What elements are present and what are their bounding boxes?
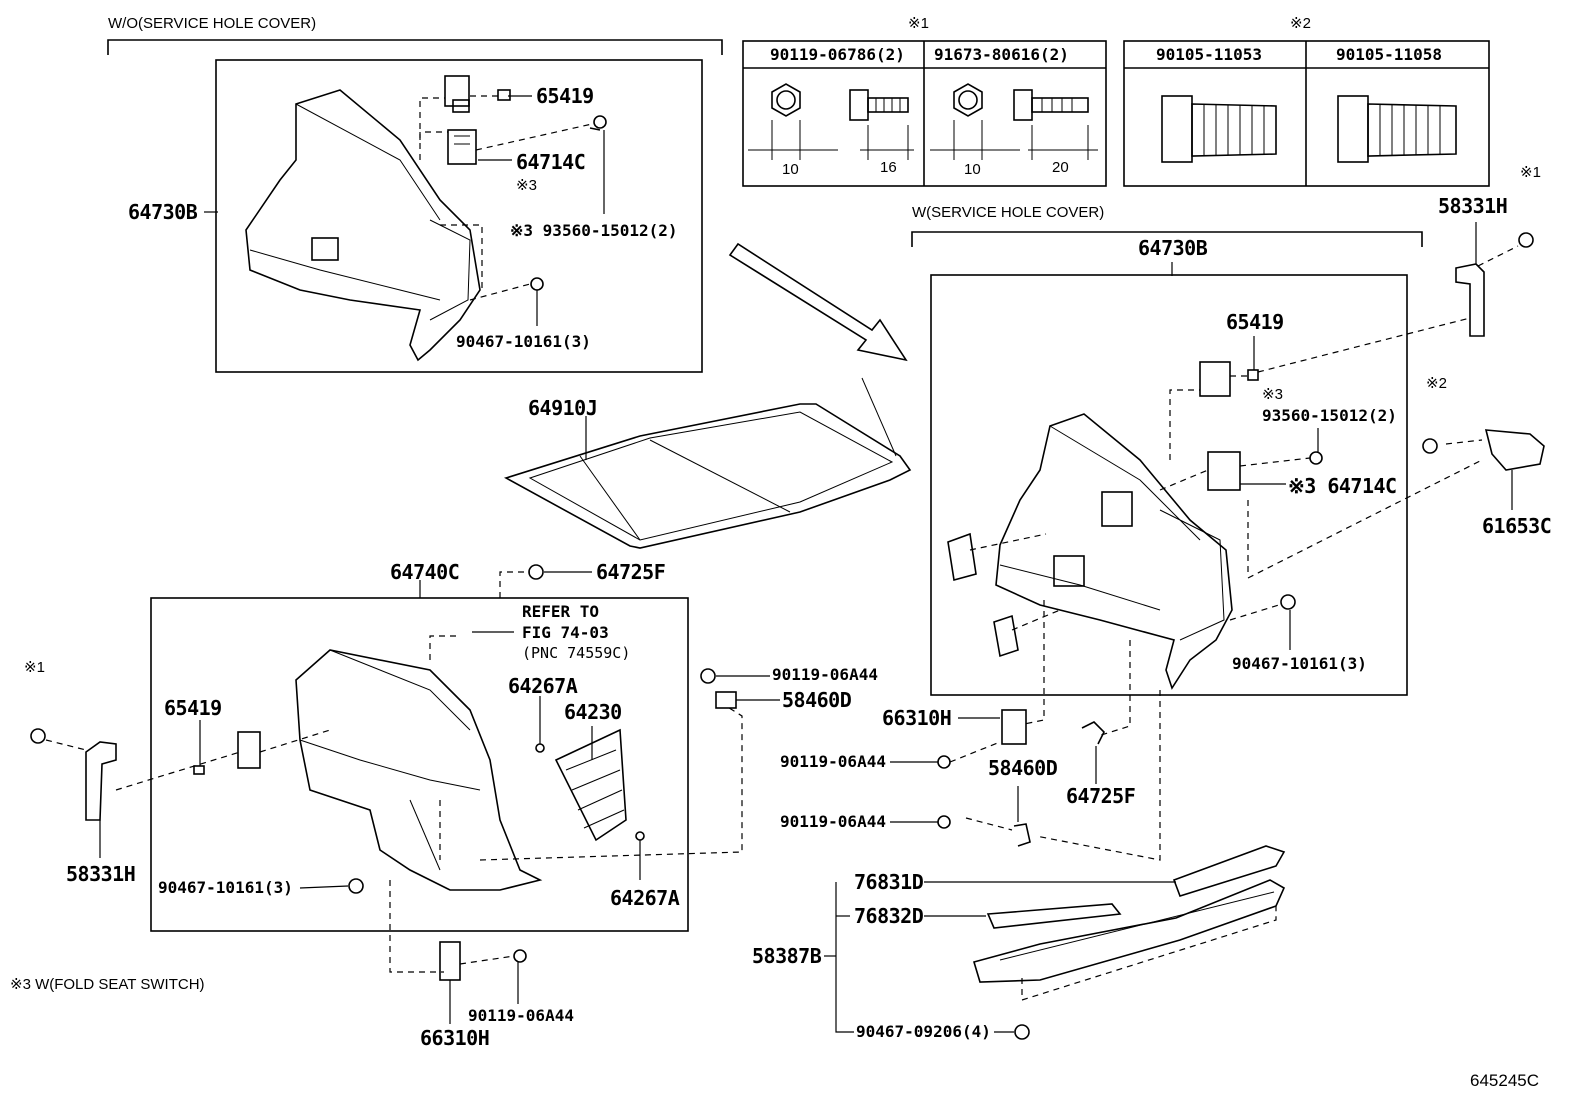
part-66310H-right[interactable]: 66310H	[882, 706, 952, 730]
mark-3-top: ※3	[516, 177, 537, 194]
scuff-plate-76832D	[986, 903, 1122, 929]
clip-64725F-top	[528, 564, 544, 580]
bracket-58331H-left	[30, 728, 117, 821]
mark-1-right: ※1	[1520, 164, 1541, 181]
dim-16: 16	[880, 159, 897, 176]
section-header-wo-service-hole: W/O(SERVICE HOLE COVER)	[108, 15, 317, 32]
leader-lines	[99, 95, 1513, 1033]
part-64730B-right[interactable]: 64730B	[1138, 236, 1208, 260]
bolt-90119-06786: 90119-06786(2)	[770, 45, 905, 64]
section-header-w-service-hole: W(SERVICE HOLE COVER)	[912, 204, 1105, 221]
net-64230	[554, 728, 627, 842]
part-64910J[interactable]: 64910J	[528, 396, 598, 420]
part-90119-06A44-right-1[interactable]: 90119-06A44	[780, 752, 886, 771]
clip-65419-top	[444, 75, 511, 113]
mark-3-right: ※3	[1262, 386, 1283, 403]
screw-93560-top	[589, 115, 607, 131]
mark-1-table: ※1	[908, 15, 929, 32]
part-64725F-top[interactable]: 64725F	[596, 560, 666, 584]
bracket-58331H-right	[1455, 232, 1534, 337]
dim-20: 20	[1052, 159, 1069, 176]
refer-line-3: (PNC 74559C)	[522, 644, 631, 662]
bolt-table-1	[742, 40, 1107, 187]
dashed-leaders-right	[965, 317, 1483, 861]
w-service-hole-bracket	[911, 231, 1423, 247]
part-58331H-left[interactable]: 58331H	[66, 862, 136, 886]
part-64725F-right[interactable]: 64725F	[1066, 784, 1136, 808]
refer-line-1: REFER TO	[522, 602, 600, 621]
part-90467-10161-top[interactable]: 90467-10161(3)	[456, 332, 591, 351]
part-65419-right[interactable]: 65419	[1226, 310, 1284, 334]
screw-90119-mid	[700, 668, 737, 709]
transition-arrow	[728, 242, 908, 362]
mark-2-table: ※2	[1290, 15, 1311, 32]
part-76832D[interactable]: 76832D	[854, 904, 924, 928]
trim-panel-64730B-right	[995, 413, 1233, 690]
switch-64714C-top	[447, 129, 477, 165]
part-58460D-right[interactable]: 58460D	[988, 756, 1058, 780]
part-64740C[interactable]: 64740C	[390, 560, 460, 584]
bolt-table-2	[1123, 40, 1490, 187]
note-fold-seat-switch: ※3 W(FOLD SEAT SWITCH)	[10, 976, 205, 993]
service-hole-covers	[947, 532, 1019, 658]
part-64267A-b[interactable]: 64267A	[610, 886, 680, 910]
dim-10-b: 10	[964, 161, 981, 178]
part-65419-left[interactable]: 65419	[164, 696, 222, 720]
clip-90467-bottom	[1014, 1024, 1030, 1040]
bolt-90105-11058: 90105-11058	[1336, 45, 1442, 64]
clip-65419-right	[1199, 361, 1259, 397]
figure-id: 645245C	[1470, 1071, 1540, 1090]
clip-65419-left	[193, 731, 261, 775]
part-64714C-top[interactable]: 64714C	[516, 150, 586, 174]
trim-panel-64730B-left	[245, 89, 481, 362]
bolt-91673-80616: 91673-80616(2)	[934, 45, 1069, 64]
dashed-leaders-top	[419, 95, 593, 301]
part-64730B-left[interactable]: 64730B	[128, 200, 198, 224]
part-90119-06A44-mid[interactable]: 90119-06A44	[772, 665, 878, 684]
part-90119-06A44-bottom[interactable]: 90119-06A44	[468, 1006, 574, 1025]
part-64230[interactable]: 64230	[564, 700, 622, 724]
part-58331H-right[interactable]: 58331H	[1438, 194, 1508, 218]
part-61653C[interactable]: 61653C	[1482, 514, 1552, 538]
part-58387B[interactable]: 58387B	[752, 944, 822, 968]
dim-10-a: 10	[782, 161, 799, 178]
mark-1-left: ※1	[24, 659, 45, 676]
wo-service-hole-bracket	[107, 39, 723, 55]
part-90467-10161-right[interactable]: 90467-10161(3)	[1232, 654, 1367, 673]
part-90467-09206[interactable]: 90467-09206(4)	[856, 1022, 991, 1041]
clip-90467-left	[348, 878, 364, 894]
part-90119-06A44-right-2[interactable]: 90119-06A44	[780, 812, 886, 831]
bolt-90105-11053: 90105-11053	[1156, 45, 1262, 64]
mark-2-right: ※2	[1426, 375, 1447, 392]
part-66310H-bottom[interactable]: 66310H	[420, 1026, 490, 1050]
part-93560-15012-top[interactable]: ※3 93560-15012(2)	[510, 221, 678, 240]
dashed-leaders-lower-left	[45, 571, 743, 973]
part-90467-10161-left[interactable]: 90467-10161(3)	[158, 878, 293, 897]
clip-90467-top	[530, 277, 544, 291]
part-64267A-a[interactable]: 64267A	[508, 674, 578, 698]
scuff-plate-58387B	[972, 879, 1286, 1001]
part-64714C-right[interactable]: ※3 64714C	[1288, 474, 1397, 498]
scuff-plate-76831D	[1172, 845, 1286, 897]
bracket-61653C	[1422, 429, 1545, 471]
part-58460D-mid[interactable]: 58460D	[782, 688, 852, 712]
part-93560-15012-right[interactable]: 93560-15012(2)	[1262, 406, 1397, 425]
trim-panel-64740C	[295, 649, 543, 891]
part-76831D[interactable]: 76831D	[854, 870, 924, 894]
clip-90467-right	[1280, 594, 1296, 610]
part-65419-top[interactable]: 65419	[536, 84, 594, 108]
box-wo-service-hole	[215, 59, 703, 373]
box-w-service-hole	[930, 274, 1408, 696]
tonneau-cover-64910J	[503, 377, 912, 549]
refer-line-2: FIG 74-03	[522, 623, 609, 642]
